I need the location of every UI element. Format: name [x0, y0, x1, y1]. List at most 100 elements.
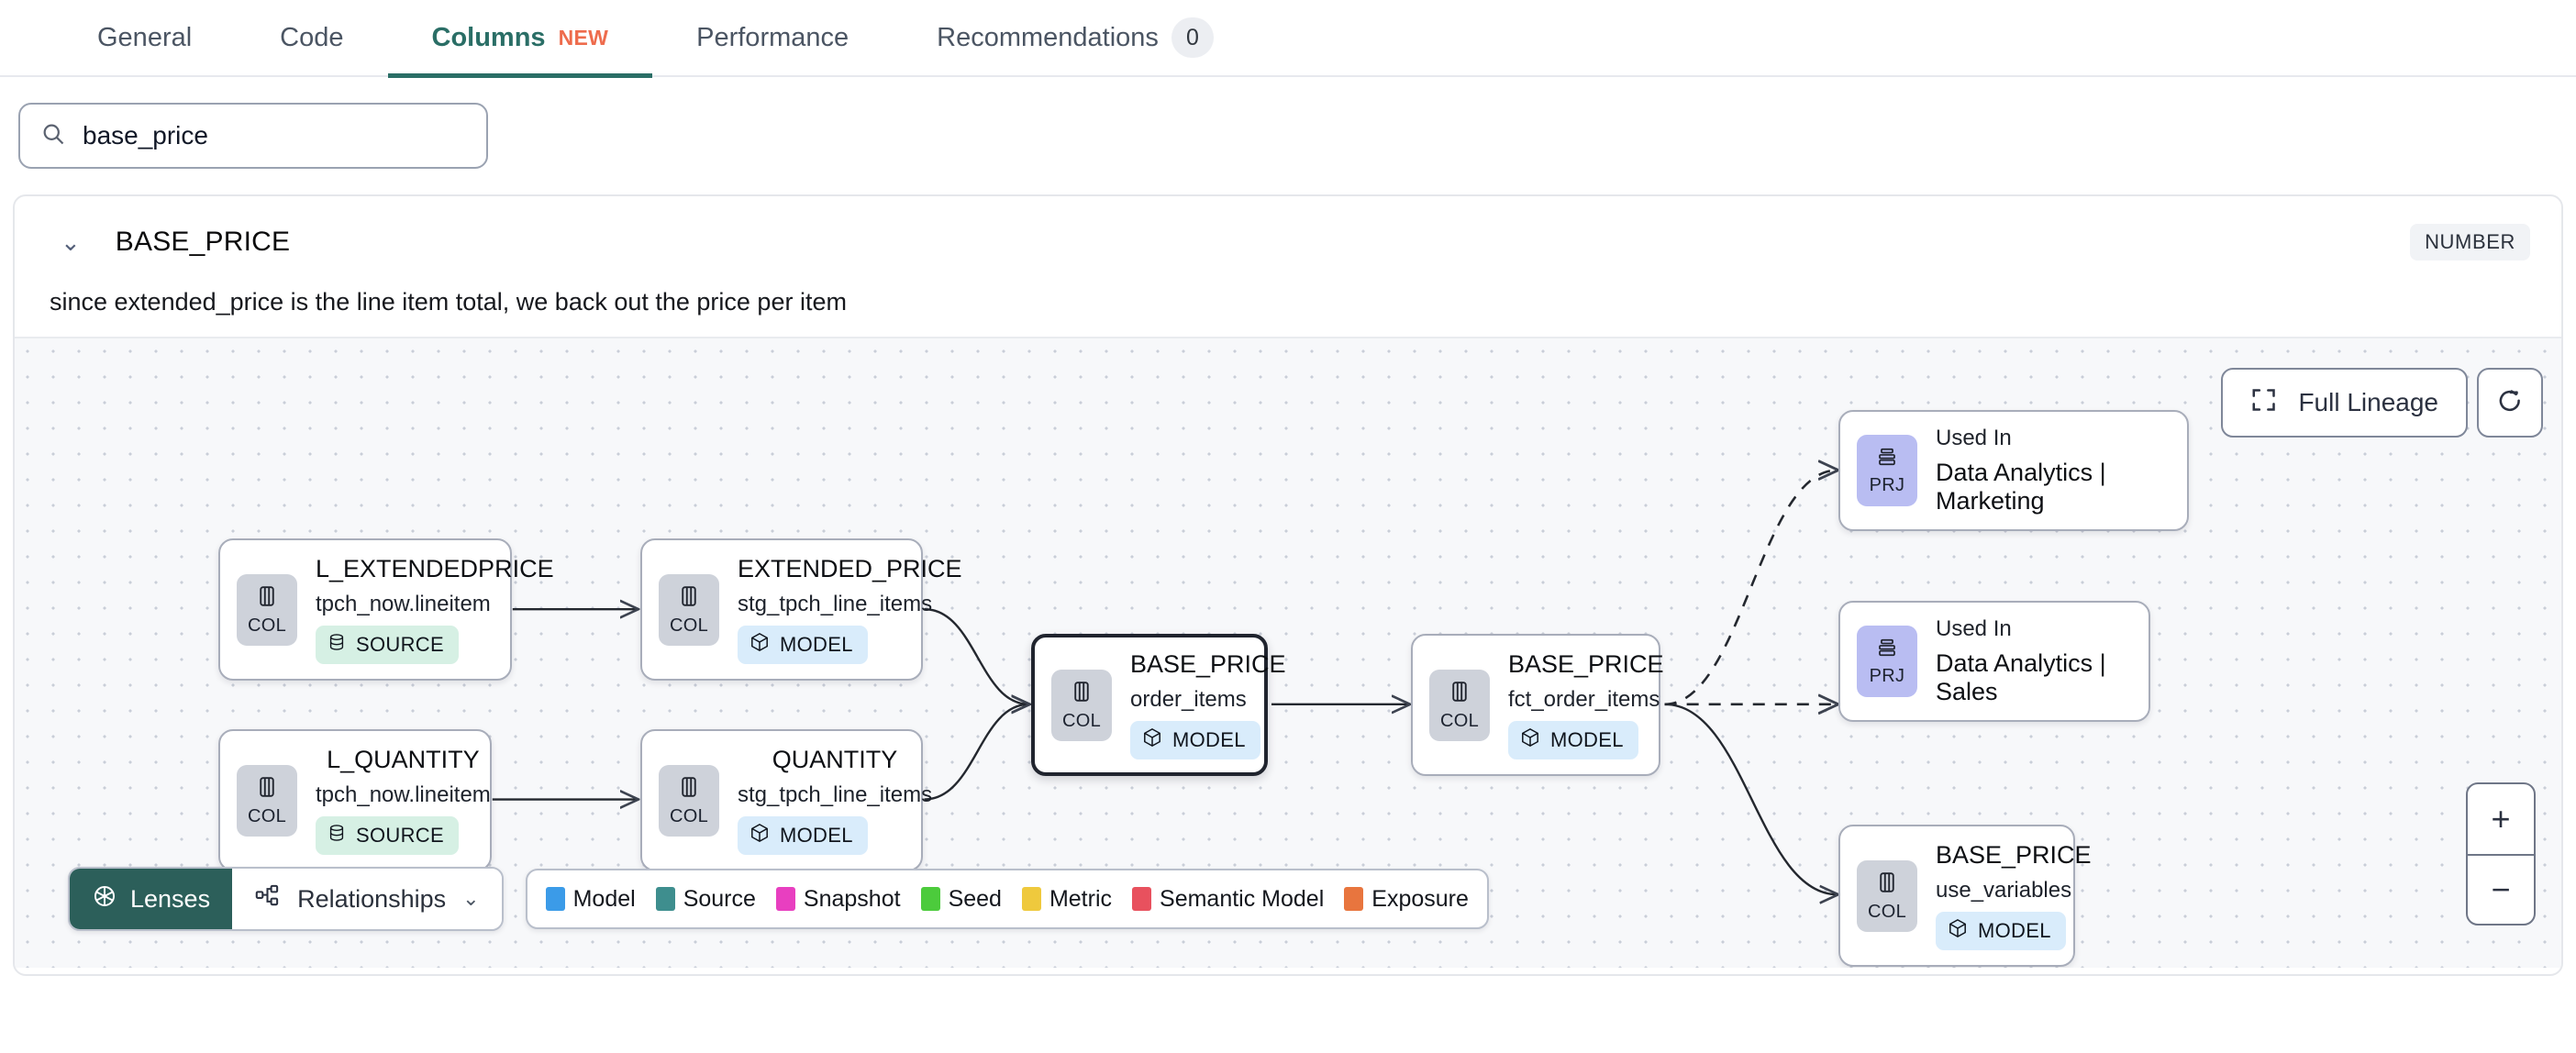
- node-subtitle: tpch_now.lineitem: [316, 592, 491, 616]
- lenses-label: Lenses: [130, 884, 211, 913]
- zoom-in-button[interactable]: +: [2491, 800, 2511, 837]
- column-card: ⌄ BASE_PRICE NUMBER since extended_price…: [13, 194, 2563, 976]
- relationships-icon: [254, 882, 281, 915]
- column-icon: [1447, 679, 1472, 709]
- search-input[interactable]: [83, 121, 466, 150]
- tab-columns[interactable]: Columns NEW: [387, 0, 653, 78]
- tab-label: Code: [280, 22, 344, 52]
- relationships-button[interactable]: Relationships ⌄: [232, 869, 502, 929]
- column-badge-label: COL: [1061, 710, 1102, 731]
- project-name: Data Analytics | Marketing: [1936, 459, 2106, 515]
- tab-code[interactable]: Code: [236, 0, 387, 76]
- column-badge: COL: [1857, 859, 1917, 932]
- project-icon: [1874, 445, 1900, 473]
- tab-recommendations[interactable]: Recommendations 0: [893, 0, 1258, 76]
- lineage-edges: [492, 338, 2561, 968]
- project-body: Used In Data Analytics | Marketing: [1936, 426, 2167, 515]
- tab-performance[interactable]: Performance: [652, 0, 893, 76]
- refresh-icon: [2495, 386, 2525, 420]
- legend-label: Source: [683, 885, 756, 912]
- node-kind-label: MODEL: [1978, 919, 2051, 942]
- used-in-label: Used In: [1936, 616, 2012, 641]
- column-badge-label: COL: [1439, 710, 1480, 731]
- legend-item[interactable]: Exposure: [1344, 886, 1469, 913]
- zoom-controls[interactable]: + −: [2466, 782, 2536, 926]
- node-title: BASE_PRICE: [1508, 650, 1664, 678]
- legend-item[interactable]: Seed: [920, 886, 1002, 913]
- column-badge: COL: [1429, 669, 1490, 741]
- model-icon: [749, 822, 771, 849]
- tab-label: Performance: [696, 22, 849, 52]
- node-kind-pill: MODEL: [738, 816, 868, 855]
- chevron-down-icon[interactable]: ⌄: [61, 228, 81, 256]
- tab-label: General: [97, 22, 193, 52]
- legend-label: Model: [572, 885, 636, 912]
- search-icon: [40, 121, 66, 151]
- column-badge: COL: [237, 764, 297, 837]
- node-title: L_QUANTITY: [327, 746, 480, 773]
- full-lineage-label: Full Lineage: [2298, 388, 2438, 416]
- column-badge-label: COL: [1867, 901, 1907, 922]
- node-subtitle: order_items: [1130, 687, 1247, 712]
- legend-item[interactable]: Metric: [1021, 886, 1112, 913]
- legend-item[interactable]: Model: [545, 885, 636, 913]
- full-lineage-button[interactable]: Full Lineage: [2221, 368, 2468, 438]
- project-name: Data Analytics | Sales: [1936, 649, 2106, 705]
- zoom-out-button[interactable]: −: [2468, 854, 2534, 924]
- recommendations-count-badge: 0: [1171, 17, 1214, 58]
- lenses-group: Lenses Relationships ⌄: [68, 867, 504, 931]
- node-subtitle: tpch_now.lineitem: [316, 782, 491, 807]
- legend-label: Exposure: [1371, 885, 1469, 912]
- node-kind-pill: SOURCE: [316, 816, 459, 855]
- column-icon: [1069, 679, 1094, 709]
- node-title: L_EXTENDEDPRICE: [316, 555, 554, 582]
- column-type-badge: NUMBER: [2410, 224, 2530, 260]
- node-kind-label: SOURCE: [356, 633, 444, 656]
- tab-general[interactable]: General: [53, 0, 236, 76]
- project-icon: [1874, 636, 1900, 664]
- legend-swatch: [1344, 887, 1364, 911]
- model-icon: [1947, 917, 1969, 945]
- model-icon: [1519, 726, 1541, 754]
- legend-item[interactable]: Source: [655, 885, 756, 913]
- lenses-button[interactable]: Lenses: [70, 869, 233, 929]
- column-icon: [676, 583, 702, 614]
- expand-icon: [2250, 386, 2278, 420]
- column-name: BASE_PRICE: [115, 227, 291, 257]
- node-kind-pill: MODEL: [738, 626, 868, 664]
- project-badge-label: PRJ: [1869, 666, 1905, 686]
- node-kind-label: MODEL: [1550, 728, 1624, 751]
- search-box[interactable]: [18, 103, 488, 169]
- legend-swatch: [775, 887, 795, 911]
- node-kind-pill: MODEL: [1130, 721, 1260, 759]
- tab-bar: General Code Columns NEW Performance Rec…: [0, 0, 2576, 78]
- column-badge: COL: [659, 573, 719, 646]
- legend-item[interactable]: Snapshot: [775, 886, 901, 913]
- refresh-button[interactable]: [2477, 368, 2543, 438]
- column-badge-label: COL: [247, 805, 287, 826]
- node-kind-label: MODEL: [780, 824, 853, 847]
- lineage-node-prj_sales[interactable]: PRJ Used In Data Analytics | Sales: [1838, 601, 2150, 722]
- node-title: BASE_PRICE: [1936, 841, 2092, 869]
- node-kind-label: SOURCE: [356, 824, 444, 847]
- used-in-label: Used In: [1936, 426, 2012, 450]
- node-subtitle: stg_tpch_line_items: [738, 592, 933, 616]
- node-kind-pill: MODEL: [1936, 912, 2066, 950]
- project-body: Used In Data Analytics | Sales: [1936, 616, 2128, 706]
- legend-item[interactable]: Semantic Model: [1132, 886, 1324, 913]
- column-badge: COL: [659, 764, 719, 837]
- project-badge: PRJ: [1857, 626, 1917, 697]
